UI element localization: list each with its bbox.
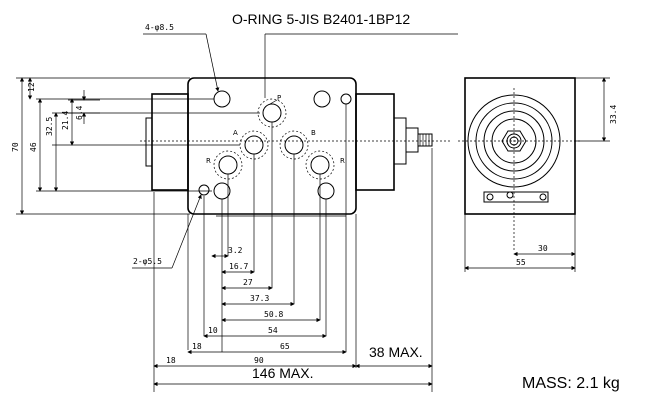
left-dimensions: 12 6.4 21.4 32.5 46 70 <box>11 77 260 215</box>
dim-16-7: 16.7 <box>229 262 248 271</box>
holes-large-label: 4-φ8.5 <box>145 23 174 32</box>
dim-65: 65 <box>280 342 290 351</box>
dim-10: 10 <box>208 326 218 335</box>
side-view: 33.4 30 55 <box>458 77 618 272</box>
dim-33-4: 33.4 <box>609 105 618 124</box>
dim-6-4: 6.4 <box>75 105 84 120</box>
mount-hole-br <box>317 182 335 200</box>
pin-hole-left <box>198 184 210 196</box>
side-name-plate <box>483 191 549 203</box>
dim-37-3: 37.3 <box>250 294 269 303</box>
dim-38-max: 38 MAX. <box>369 344 423 360</box>
side-body <box>464 77 576 215</box>
dim-12: 12 <box>27 82 36 92</box>
mount-hole-bl <box>213 182 231 200</box>
oring-label: O-RING 5-JIS B2401-1BP12 <box>232 11 410 27</box>
port-label-b: B <box>311 129 316 137</box>
dim-70: 70 <box>11 142 20 152</box>
port-label-r-right: R <box>340 157 345 165</box>
pin-hole-right <box>340 93 352 105</box>
holes-small-label: 2-φ5.5 <box>133 257 162 266</box>
mount-hole-tl <box>213 90 231 108</box>
dim-46: 46 <box>29 142 38 152</box>
dim-50-8: 50.8 <box>264 310 283 319</box>
front-front-body <box>355 93 395 191</box>
dim-30: 30 <box>538 244 548 253</box>
mount-hole-tr <box>313 90 331 108</box>
mass-label: MASS: 2.1 kg <box>522 375 620 392</box>
port-label-r-left: R <box>206 157 211 165</box>
port-label-a: A <box>233 129 238 137</box>
dim-3-2: 3.2 <box>228 246 243 255</box>
dim-90: 90 <box>254 356 264 365</box>
dim-32-5: 32.5 <box>45 117 54 136</box>
dim-18: 18 <box>166 356 176 365</box>
port-label-p: P <box>277 94 281 102</box>
dim-21-4: 21.4 <box>61 111 70 130</box>
dim-54: 54 <box>268 326 278 335</box>
dim-18-inner: 18 <box>192 342 202 351</box>
adjuster-lock <box>405 127 419 153</box>
dim-55: 55 <box>516 258 526 267</box>
front-rear-cap <box>145 117 153 167</box>
dim-146-max: 146 MAX. <box>252 365 313 381</box>
adjuster-screw <box>417 133 433 147</box>
bottom-dimensions: 3.2 16.7 27 37.3 50.8 54 10 65 18 18 90 … <box>153 104 433 392</box>
dim-27: 27 <box>243 278 253 287</box>
front-view: P A B R R O-RING 5-JIS B2401-1BP12 4-φ8.… <box>132 11 458 269</box>
front-rear-body <box>151 93 189 191</box>
